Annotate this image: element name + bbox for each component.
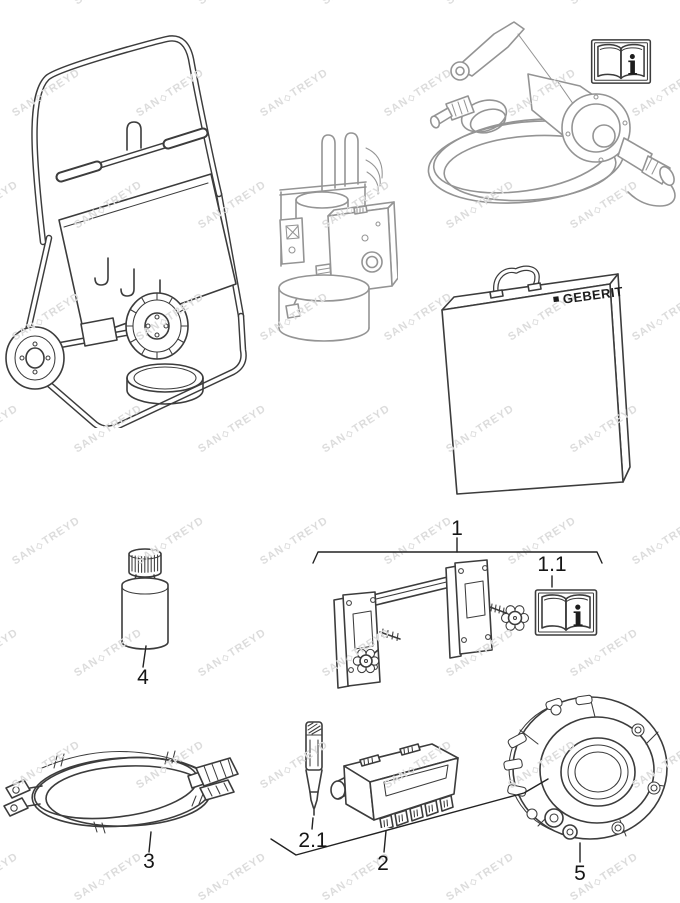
watermark-logo-icon: ◇ bbox=[219, 875, 232, 888]
info-glyph: i bbox=[627, 50, 637, 81]
manual-book-icon: i bbox=[534, 589, 598, 636]
watermark-logo-icon: ◇ bbox=[281, 763, 294, 776]
callout-item4: 4 bbox=[137, 666, 149, 689]
watermark-logo-icon: ◇ bbox=[591, 875, 604, 888]
watermark-logo-icon: ◇ bbox=[653, 539, 666, 552]
watermark-logo-icon: ◇ bbox=[405, 315, 418, 328]
watermark-stamp: SAN◇TREYD bbox=[196, 626, 269, 680]
transport-cart-drawing bbox=[5, 35, 247, 428]
press-tool-drawing bbox=[427, 21, 676, 207]
watermark-logo-icon: ◇ bbox=[591, 651, 604, 664]
carrying-case-drawing bbox=[441, 265, 631, 495]
watermark-stamp: SAN◇TREYD bbox=[320, 402, 393, 456]
star-knob-right bbox=[500, 605, 530, 631]
marking-set-drawing bbox=[330, 743, 459, 828]
watermark-stamp: SAN◇TREYD bbox=[0, 0, 20, 7]
watermark-logo-icon: ◇ bbox=[529, 539, 542, 552]
watermark-logo-icon: ◇ bbox=[281, 91, 294, 104]
hydraulic-pump-drawing bbox=[278, 132, 398, 342]
watermark-stamp: SAN◇TREYD bbox=[196, 0, 268, 7]
watermark-logo-icon: ◇ bbox=[95, 427, 108, 440]
watermark-stamp: SAN◇TREYD bbox=[320, 0, 392, 7]
callout-item2: 2 bbox=[377, 852, 389, 875]
hose-assembly-drawing bbox=[3, 750, 239, 834]
watermark-logo-icon: ◇ bbox=[95, 875, 108, 888]
watermark-stamp: SAN◇TREYD bbox=[258, 66, 331, 120]
lubricant-bottle-drawing bbox=[121, 548, 169, 650]
callout-item5: 5 bbox=[574, 862, 586, 885]
watermark-stamp: SAN◇TREYD bbox=[72, 0, 144, 7]
watermark-stamp: SAN◇TREYD bbox=[196, 850, 269, 903]
callout-item2-1: 2.1 bbox=[298, 829, 328, 852]
leader-item2 bbox=[383, 830, 387, 853]
watermark-stamp: SAN◇TREYD bbox=[72, 850, 145, 903]
info-glyph: i bbox=[573, 600, 584, 633]
callout-item1: 1 bbox=[451, 517, 463, 540]
watermark-logo-icon: ◇ bbox=[343, 875, 356, 888]
watermark-stamp: SAN◇TREYD bbox=[444, 850, 517, 903]
watermark-logo-icon: ◇ bbox=[281, 539, 294, 552]
watermark-logo-icon: ◇ bbox=[467, 875, 480, 888]
watermark-stamp: SAN◇TREYD bbox=[568, 0, 640, 7]
star-knob-left bbox=[352, 648, 380, 674]
watermark-stamp: SAN◇TREYD bbox=[0, 626, 21, 660]
marker-pen-drawing bbox=[305, 721, 323, 816]
manual-book-icon: i bbox=[590, 39, 652, 84]
mounting-bracket-drawing bbox=[333, 559, 530, 689]
watermark-logo-icon: ◇ bbox=[95, 651, 108, 664]
watermark-logo-icon: ◇ bbox=[653, 315, 666, 328]
watermark-stamp: SAN◇TREYD bbox=[0, 850, 21, 884]
watermark-logo-icon: ◇ bbox=[219, 427, 232, 440]
watermark-logo-icon: ◇ bbox=[405, 539, 418, 552]
watermark-stamp: SAN◇TREYD bbox=[444, 0, 516, 7]
press-collar-drawing bbox=[503, 694, 668, 840]
watermark-logo-icon: ◇ bbox=[33, 539, 46, 552]
watermark-logo-icon: ◇ bbox=[219, 651, 232, 664]
callout-item3: 3 bbox=[143, 850, 155, 873]
watermark-logo-icon: ◇ bbox=[343, 427, 356, 440]
watermark-stamp: SAN◇TREYD bbox=[10, 514, 83, 568]
callout-item1-1: 1.1 bbox=[537, 553, 567, 576]
geberit-logo-icon: ■ bbox=[552, 293, 561, 306]
watermark-stamp: SAN◇TREYD bbox=[630, 514, 680, 568]
